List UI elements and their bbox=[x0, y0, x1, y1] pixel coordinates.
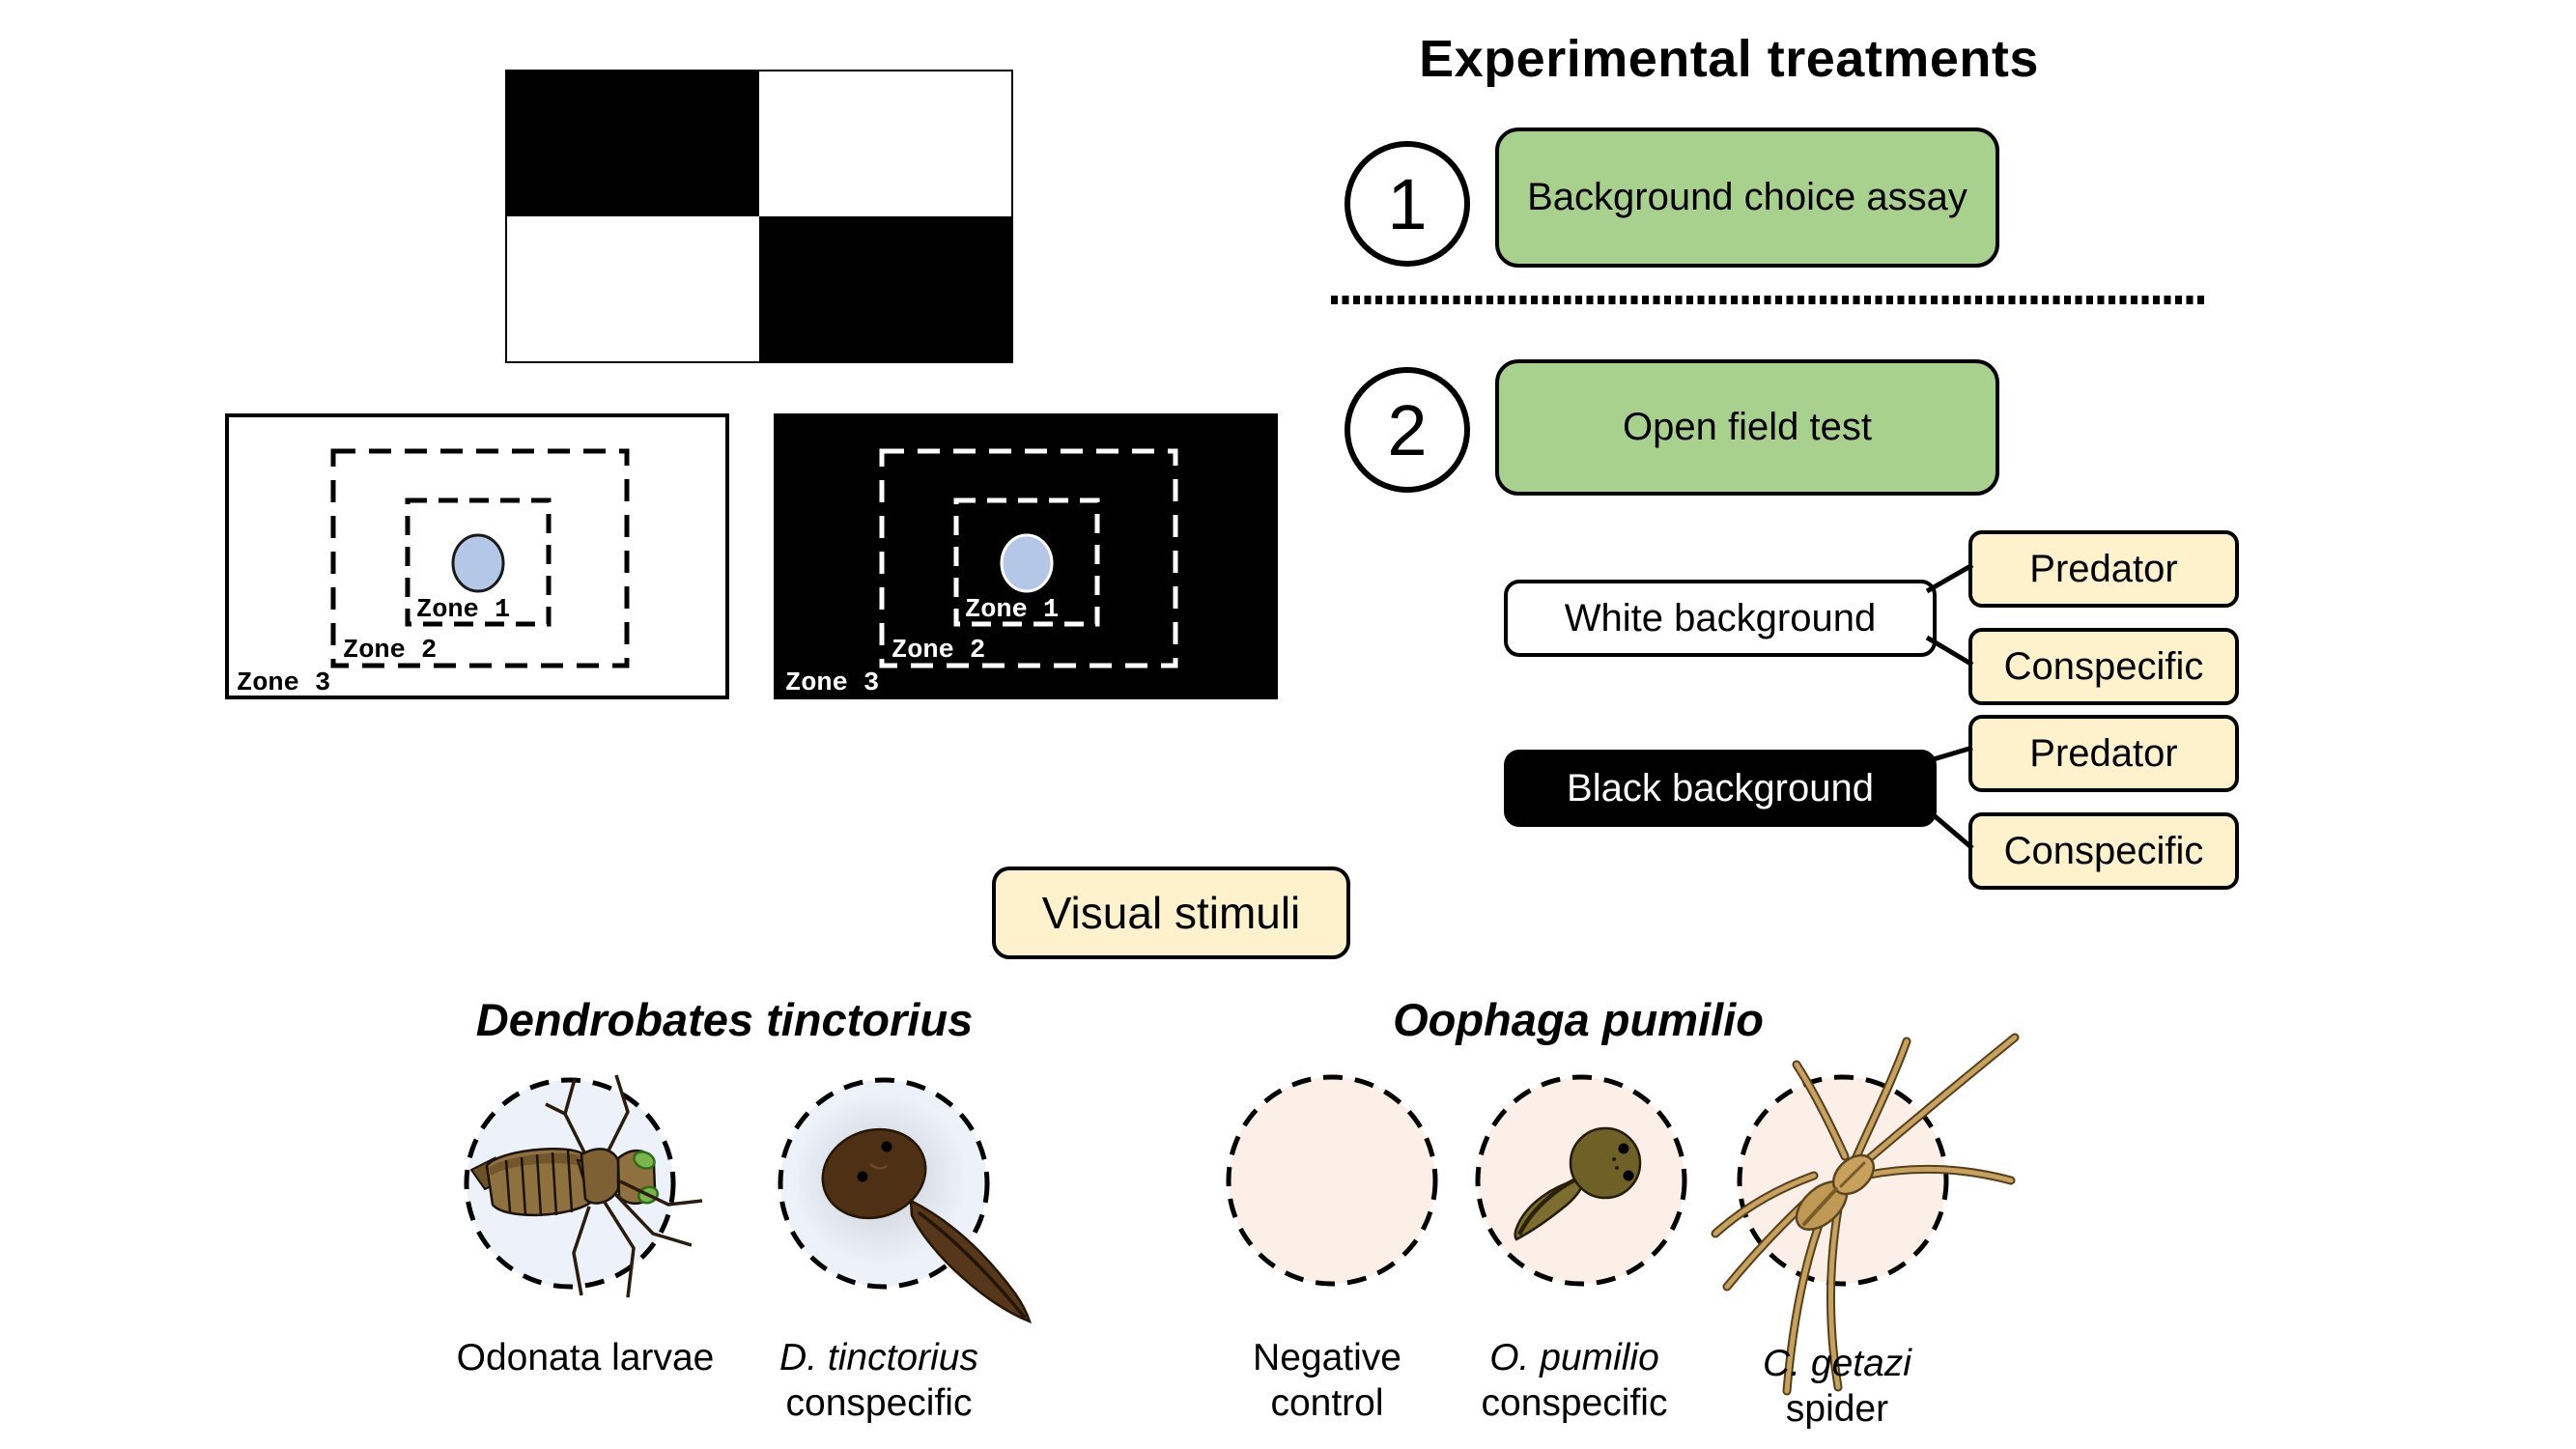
getazi-spider-stimulus bbox=[1711, 1033, 2020, 1396]
black-predator-node: Predator bbox=[1968, 715, 2239, 792]
white-arena-diagram: Zone 1 Zone 2 Zone 3 bbox=[225, 413, 729, 699]
open-field-test-box: Open field test bbox=[1495, 359, 1999, 496]
black-arena-frog-marker bbox=[1000, 533, 1054, 593]
label-line: C. getazi bbox=[1763, 1343, 1911, 1384]
experimental-treatments-title: Experimental treatments bbox=[1419, 30, 2039, 88]
white-arena-zone2-label: Zone 2 bbox=[343, 637, 437, 666]
label-negative-control: Negative control bbox=[1182, 1335, 1472, 1426]
negative-control-stimulus bbox=[1226, 1074, 1438, 1287]
black-background-label: Black background bbox=[1567, 766, 1874, 810]
tinctorius-tadpole-illustration bbox=[821, 1127, 1033, 1324]
pumilio-tadpole-illustration bbox=[1514, 1126, 1642, 1241]
label-line: conspecific bbox=[785, 1382, 973, 1424]
label-line: conspecific bbox=[1481, 1382, 1668, 1424]
checker-cell-top-left bbox=[507, 71, 759, 216]
white-arena-zone1-label: Zone 1 bbox=[416, 596, 510, 625]
background-choice-assay-label: Background choice assay bbox=[1527, 176, 1967, 218]
white-background-label: White background bbox=[1564, 596, 1877, 639]
step-1-badge: 1 bbox=[1345, 141, 1470, 267]
black-arena-diagram: Zone 1 Zone 2 Zone 3 bbox=[774, 413, 1278, 699]
label-line: D. tinctorius bbox=[779, 1337, 978, 1378]
white-background-node: White background bbox=[1504, 580, 1937, 657]
checker-cell-bottom-left bbox=[507, 216, 759, 361]
label-line: spider bbox=[1785, 1388, 1889, 1430]
getazi-spider-illustration bbox=[1711, 1033, 2020, 1396]
white-arena-zone3-label: Zone 3 bbox=[237, 669, 330, 698]
label-line: O. pumilio bbox=[1489, 1337, 1659, 1378]
tinctorius-tadpole-stimulus bbox=[778, 1077, 1033, 1324]
black-arena-zone2-label: Zone 2 bbox=[892, 637, 985, 666]
background-choice-assay-box: Background choice assay bbox=[1495, 128, 1999, 268]
checker-cell-top-right bbox=[759, 71, 1011, 216]
visual-stimuli-box: Visual stimuli bbox=[992, 867, 1350, 959]
pumilio-tadpole-stimulus bbox=[1475, 1074, 1687, 1287]
label-tinctorius-conspecific: D. tinctorius conspecific bbox=[734, 1335, 1024, 1426]
black-arena-zone2-boundary bbox=[879, 448, 1178, 668]
checker-cell-bottom-right bbox=[759, 216, 1011, 361]
odonata-larva-illustration bbox=[469, 1074, 703, 1298]
black-arena-zone1-boundary bbox=[953, 497, 1100, 627]
black-background-node: Black background bbox=[1504, 750, 1937, 827]
heading-oophaga-pumilio: Oophaga pumilio bbox=[1393, 994, 1764, 1045]
label-line: Negative bbox=[1253, 1337, 1401, 1378]
black-conspecific-label: Conspecific bbox=[2003, 829, 2204, 872]
label-line: Odonata larvae bbox=[456, 1337, 715, 1378]
black-conspecific-node: Conspecific bbox=[1968, 812, 2239, 890]
black-arena-zone1-label: Zone 1 bbox=[965, 596, 1059, 625]
tree-connector-lines bbox=[1925, 562, 1974, 850]
open-field-test-label: Open field test bbox=[1623, 406, 1872, 448]
white-conspecific-label: Conspecific bbox=[2003, 644, 2204, 688]
white-arena-zone1-boundary bbox=[405, 497, 552, 627]
step-2-badge: 2 bbox=[1345, 367, 1470, 493]
label-line: control bbox=[1270, 1382, 1384, 1424]
white-conspecific-node: Conspecific bbox=[1968, 628, 2239, 705]
label-getazi-spider: C. getazi spider bbox=[1692, 1341, 1982, 1432]
heading-dendrobates-tinctorius: Dendrobates tinctorius bbox=[475, 994, 974, 1045]
white-predator-label: Predator bbox=[2029, 547, 2178, 590]
odonata-larva-stimulus bbox=[464, 1074, 703, 1298]
white-arena-zone2-boundary bbox=[330, 448, 630, 668]
step-2-number: 2 bbox=[1387, 389, 1428, 470]
dotted-separator-line bbox=[1331, 296, 2208, 304]
label-odonata-larvae: Odonata larvae bbox=[440, 1335, 730, 1380]
white-arena-frog-marker bbox=[451, 533, 505, 593]
white-predator-node: Predator bbox=[1968, 530, 2239, 608]
checkerboard-arena bbox=[505, 70, 1013, 363]
visual-stimuli-label: Visual stimuli bbox=[1041, 888, 1301, 938]
step-1-number: 1 bbox=[1387, 163, 1428, 244]
black-predator-label: Predator bbox=[2029, 731, 2178, 775]
label-pumilio-conspecific: O. pumilio conspecific bbox=[1430, 1335, 1719, 1426]
black-arena-zone3-label: Zone 3 bbox=[785, 669, 879, 698]
